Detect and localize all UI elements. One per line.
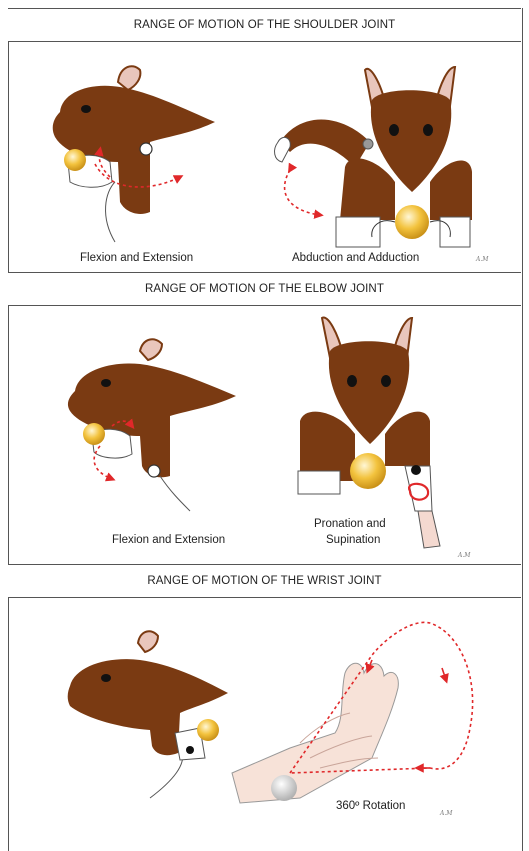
- rat-side-view-left: [68, 631, 228, 798]
- ball-icon: [395, 205, 429, 239]
- ball-icon: [350, 453, 386, 489]
- elbow-section-title: RANGE OF MOTION OF THE ELBOW JOINT: [8, 272, 521, 306]
- shoulder-joint-marker: [140, 143, 152, 155]
- elbow-supination-caption: Supination: [326, 534, 380, 546]
- artist-initials: A.M: [440, 810, 452, 817]
- shoulder-panel: Flexion and Extension Abduction and Addu…: [0, 42, 529, 272]
- abduction-arrow: [285, 170, 320, 215]
- elbow-pronation-caption: Pronation and: [314, 518, 386, 530]
- wrist-joint-marker: [186, 746, 194, 754]
- shoulder-illustration: [0, 42, 529, 272]
- wrist-section-title: RANGE OF MOTION OF THE WRIST JOINT: [8, 564, 521, 598]
- rat-front-view-right: [275, 67, 472, 247]
- shoulder-abduction-caption: Abduction and Adduction: [292, 252, 419, 264]
- ball-icon: [64, 149, 86, 171]
- shoulder-flexion-caption: Flexion and Extension: [80, 252, 193, 264]
- wrist-joint-marker-large: [271, 775, 297, 801]
- hand-closeup: [232, 663, 398, 803]
- elbow-flexion-caption: Flexion and Extension: [112, 534, 225, 546]
- rat-front-view-right: [298, 317, 440, 548]
- ball-icon: [197, 719, 219, 741]
- elbow-illustration: [0, 306, 529, 564]
- elbow-joint-marker: [148, 465, 160, 477]
- elbow-joint-marker-front: [411, 465, 421, 475]
- shoulder-section-title: RANGE OF MOTION OF THE SHOULDER JOINT: [8, 8, 521, 42]
- ball-icon: [83, 423, 105, 445]
- wrist-panel: 360º Rotation A.M: [0, 598, 529, 851]
- elbow-panel: Flexion and Extension Pronation and Supi…: [0, 306, 529, 564]
- artist-initials: A.M: [458, 552, 470, 559]
- shoulder-joint-marker-front: [363, 139, 373, 149]
- artist-initials: A.M: [476, 256, 488, 263]
- wrist-rotation-caption: 360º Rotation: [336, 800, 405, 812]
